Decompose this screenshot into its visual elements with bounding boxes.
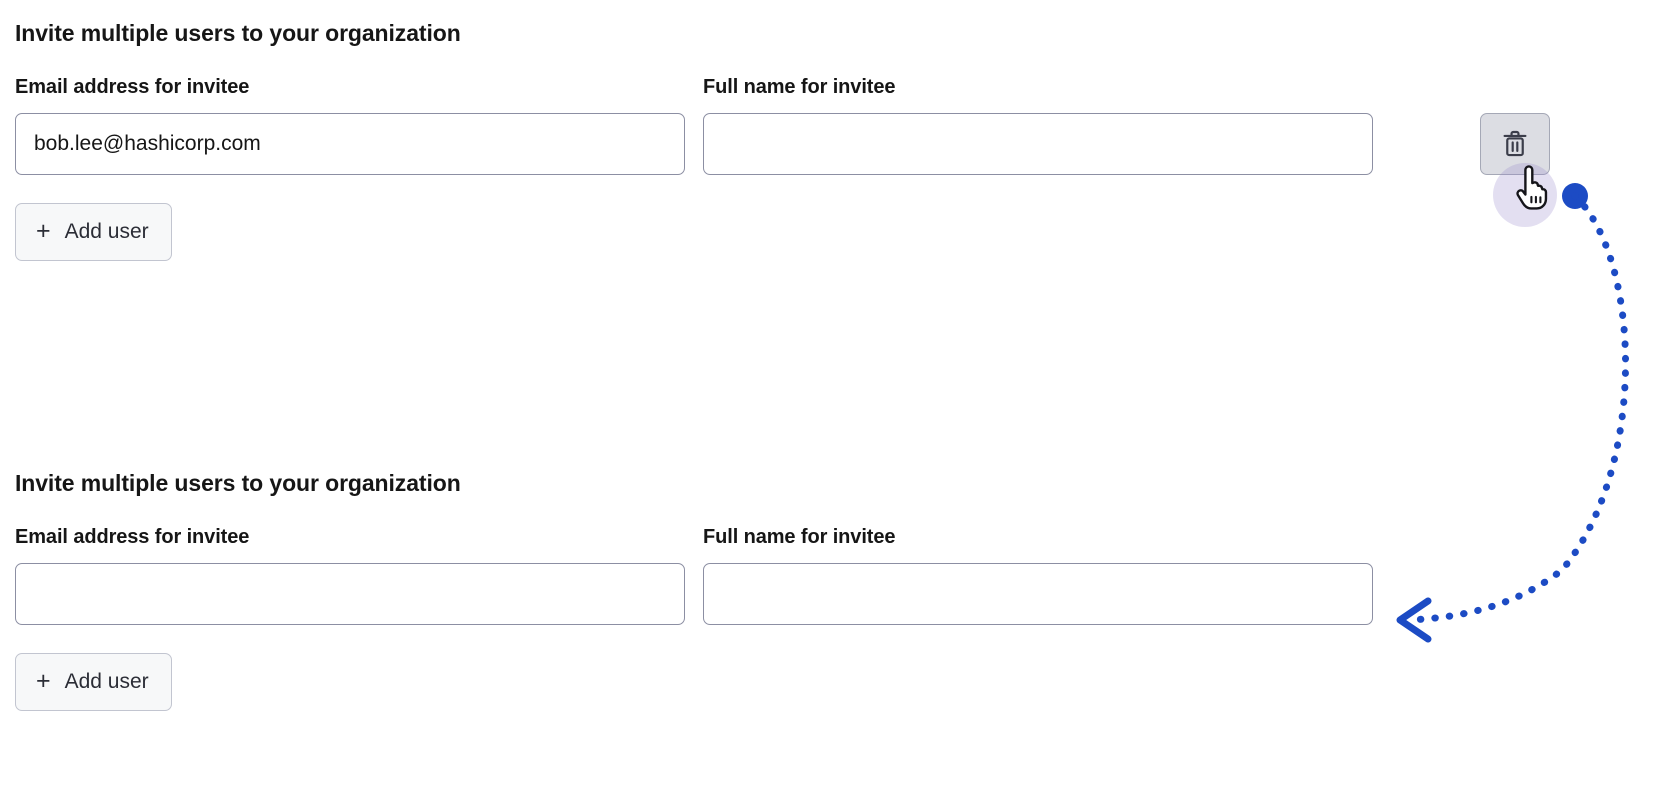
invitee-field-row-2: Email address for invitee Full name for … [15,524,1615,625]
fullname-field-label-2: Full name for invitee [703,526,896,548]
fullname-input[interactable] [703,113,1373,175]
add-user-button-label-2: Add user [64,670,149,693]
plus-icon: + [36,216,51,245]
add-user-button-2[interactable]: + Add user [15,653,172,711]
add-user-button[interactable]: + Add user [15,203,172,261]
plus-icon-2: + [36,666,51,695]
fullname-field-label: Full name for invitee [703,76,896,98]
fullname-input-2[interactable] [703,563,1373,625]
email-field-group: Email address for invitee [15,74,685,175]
email-field-label: Email address for invitee [15,76,250,98]
invitee-field-row: Email address for invitee Full name for … [15,74,1615,175]
page-title: Invite multiple users to your organizati… [15,20,461,46]
email-input[interactable] [15,113,685,175]
fullname-field-group-2: Full name for invitee [703,524,1373,625]
delete-row-button[interactable] [1480,113,1550,175]
add-user-button-label: Add user [64,220,149,243]
email-field-group-2: Email address for invitee [15,524,685,625]
trash-icon [1501,129,1529,159]
page-title-2: Invite multiple users to your organizati… [15,470,461,496]
invite-section-2: Invite multiple users to your organizati… [15,468,1615,711]
invite-section-1: Invite multiple users to your organizati… [15,18,1615,261]
fullname-field-group: Full name for invitee [703,74,1373,175]
email-field-label-2: Email address for invitee [15,526,250,548]
email-input-2[interactable] [15,563,685,625]
